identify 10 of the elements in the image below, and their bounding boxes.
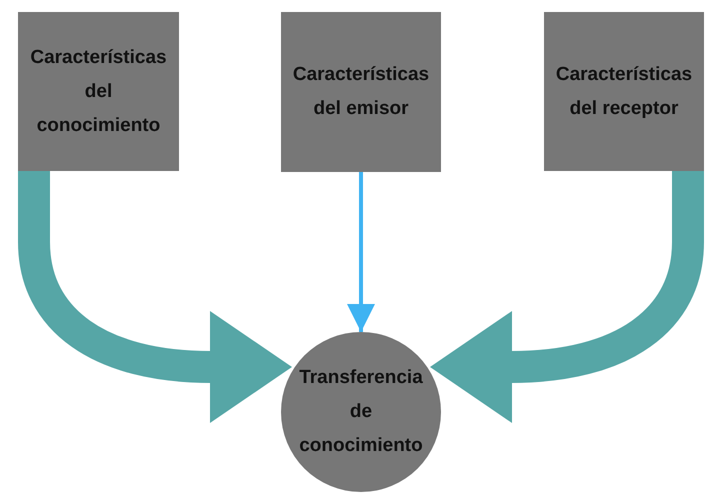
node-label: Transferencia de conocimiento — [298, 366, 424, 458]
process-box — [281, 12, 441, 172]
process-box — [18, 12, 179, 171]
process-box — [544, 12, 704, 171]
node-label: Características del emisor — [292, 63, 430, 121]
arrow — [18, 171, 292, 423]
node-label: Características del conocimiento — [29, 46, 168, 138]
arrow — [430, 171, 704, 423]
arrow — [347, 172, 375, 332]
node-label: Características del receptor — [554, 62, 694, 120]
